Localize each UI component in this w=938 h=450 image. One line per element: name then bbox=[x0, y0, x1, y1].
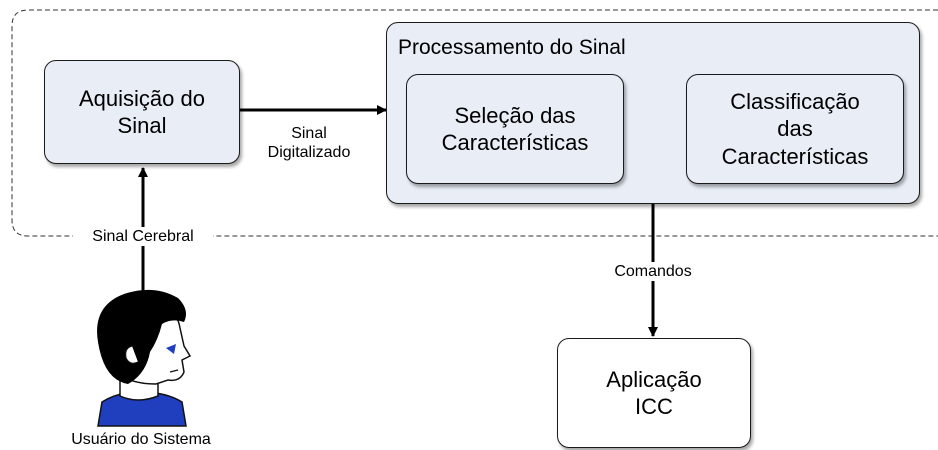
node-aplicacao-icc: Aplicação ICC bbox=[557, 338, 751, 448]
node-classificacao-das-caracteristicas: Classificação das Características bbox=[686, 74, 904, 184]
group-title-processamento: Processamento do Sinal bbox=[398, 36, 626, 59]
edge-label-sinal-digitalizado: Sinal Digitalizado bbox=[267, 125, 351, 162]
system-boundary bbox=[11, 9, 938, 237]
node-selecao-das-caracteristicas: Seleção das Características bbox=[406, 74, 624, 184]
user-label: Usuário do Sistema bbox=[71, 431, 211, 448]
user-head-icon bbox=[97, 289, 192, 427]
edge-label-sinal-cerebral: Sinal Cerebral bbox=[73, 227, 213, 247]
edge-label-comandos: Comandos bbox=[598, 262, 708, 282]
node-aquisicao-do-sinal: Aquisição do Sinal bbox=[44, 60, 240, 164]
